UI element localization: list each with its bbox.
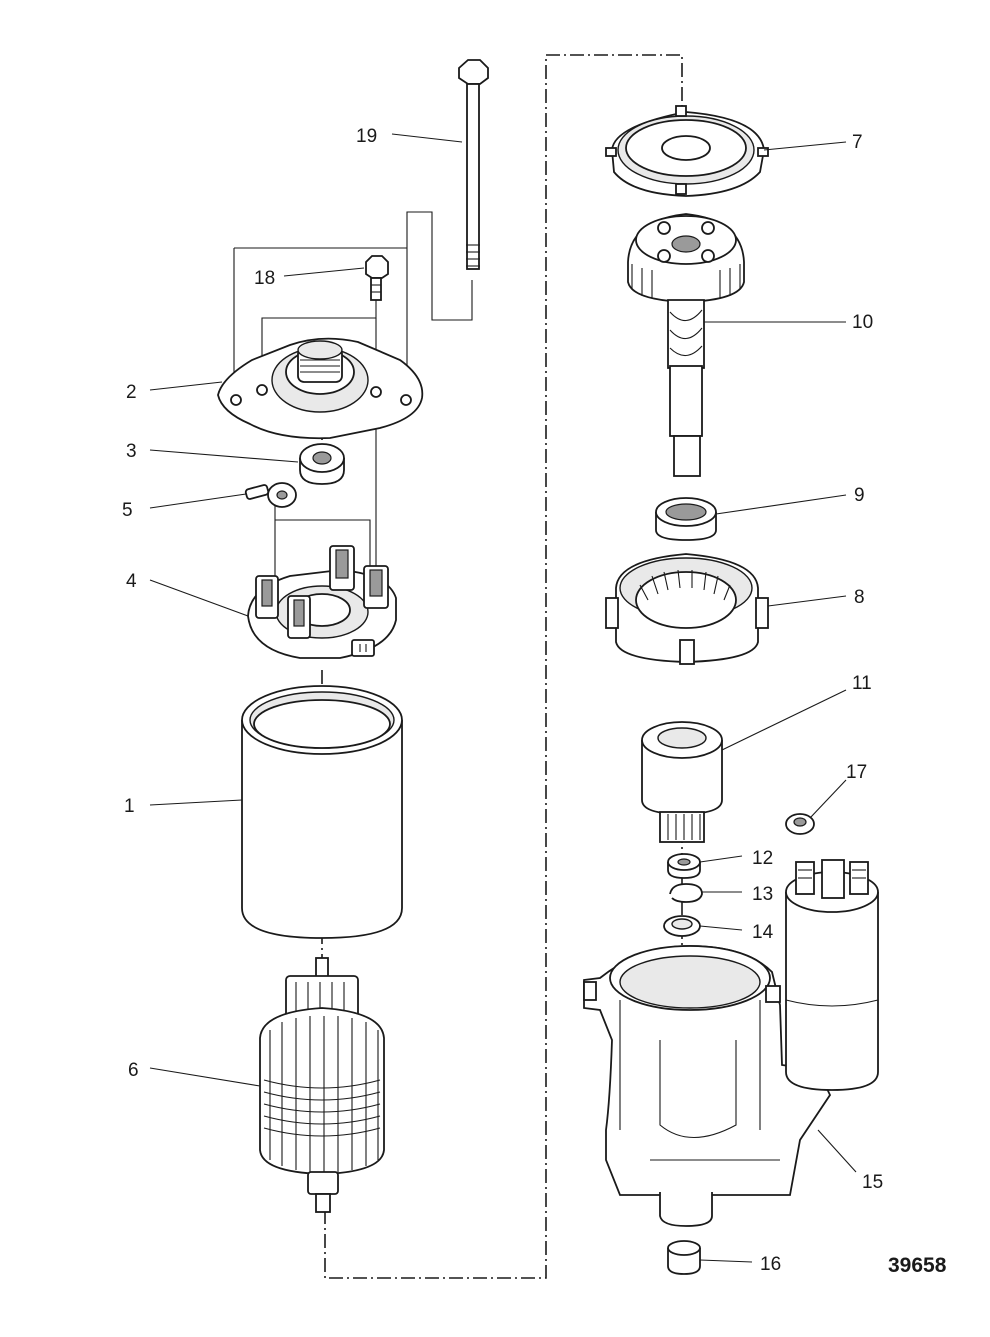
pinion-gear-11	[641, 721, 723, 843]
armature-6	[259, 957, 385, 1213]
callout-15: 15	[862, 1172, 883, 1193]
callout-14: 14	[752, 922, 774, 943]
cover-plate-7	[605, 105, 769, 197]
callout-17: 17	[846, 762, 867, 783]
callout-13: 13	[752, 884, 773, 905]
callout-12: 12	[752, 848, 773, 869]
callout-11: 11	[852, 673, 872, 694]
callout-2: 2	[126, 382, 137, 403]
leader-lines	[149, 133, 857, 1263]
callout-4: 4	[126, 571, 137, 592]
callout-7: 7	[852, 132, 863, 153]
frame-housing-1	[241, 685, 403, 939]
callout-1: 1	[124, 796, 135, 817]
bearing-9	[655, 497, 717, 541]
ring-gear-8	[605, 553, 769, 665]
stop-collar-14	[663, 915, 701, 937]
callout-labels: 19 18 2 3 5 4 1 6 7 10 9 8 11 17 12 13 1…	[122, 126, 883, 1275]
callout-5: 5	[122, 500, 133, 521]
callout-10: 10	[852, 312, 873, 333]
callout-8: 8	[854, 587, 865, 608]
end-bracket-2	[217, 337, 424, 440]
drive-shaft-10	[627, 213, 745, 477]
callout-3: 3	[126, 441, 137, 462]
callout-18: 18	[254, 268, 275, 289]
snap-ring-13	[669, 883, 703, 903]
brush-holder-4	[247, 545, 397, 659]
callout-6: 6	[128, 1060, 139, 1081]
nut-17	[785, 813, 815, 835]
callout-19: 19	[356, 126, 377, 147]
callout-9: 9	[854, 485, 865, 506]
through-bolt-19	[458, 59, 489, 270]
collar-12	[667, 853, 701, 879]
callout-16: 16	[760, 1254, 781, 1275]
bearing-3	[299, 443, 345, 485]
drive-housing-15	[583, 945, 832, 1227]
brush-spring-5	[244, 482, 297, 508]
bushing-16	[667, 1240, 701, 1275]
screw-18	[365, 255, 389, 301]
solenoid	[785, 859, 879, 1091]
figure-number: 39658	[888, 1254, 947, 1277]
